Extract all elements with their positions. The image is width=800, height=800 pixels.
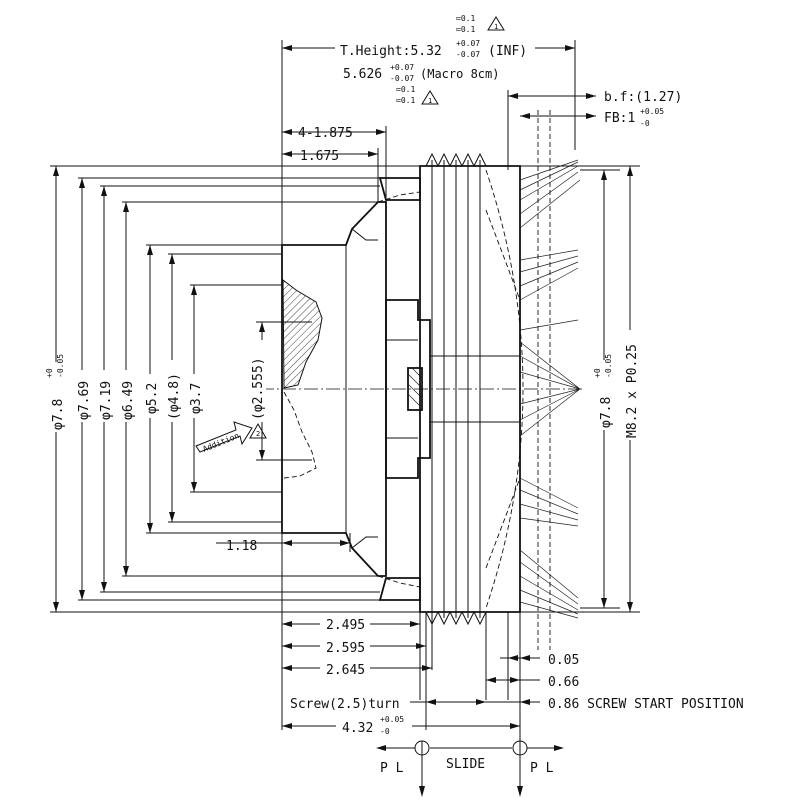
- d78r-label: φ7.8: [599, 397, 614, 428]
- d719-label: φ7.19: [99, 381, 114, 420]
- flange-dashed-bottom: [377, 575, 421, 588]
- d78-label: φ7.8: [51, 399, 66, 430]
- mid-block: [385, 299, 431, 479]
- pl-right: P L: [530, 761, 554, 776]
- flange-bottom: [378, 577, 421, 601]
- ray-fan: [519, 159, 581, 619]
- thread-grooves: [431, 160, 481, 618]
- barrel-taper-bottom: [351, 536, 378, 549]
- d769-label: φ7.69: [77, 381, 92, 420]
- thread-ridges-bottom: [425, 610, 487, 626]
- rev-mark-top: 1: [494, 23, 498, 31]
- dim-005: 0.05: [548, 653, 579, 668]
- addition-arrow-icon: [195, 421, 253, 453]
- center-nut-hatch: [407, 367, 423, 407]
- dim-2495: 2.495: [326, 618, 365, 633]
- dim-066: 0.66: [548, 675, 579, 690]
- front-lens-lower-dashed: [283, 391, 317, 479]
- d2555-label: (φ2.555): [251, 357, 266, 420]
- lens-body: [260, 110, 585, 650]
- fb-tol-minus: -0: [640, 119, 650, 128]
- rev-mark-mid: 1: [428, 97, 432, 105]
- d78-tol-minus: -0.05: [56, 354, 65, 378]
- addition-triangle-icon: [249, 422, 267, 439]
- dim-1675: 1.675: [300, 149, 339, 164]
- top-dimensions: T.Height:5.32 +0.07 -0.07 (INF) 5.626 +0…: [281, 14, 576, 245]
- t-height-tol-plus: +0.07: [456, 39, 480, 48]
- right-dimensions: φ7.8 +0 -0.05 M8.2 x P0.25: [520, 165, 640, 613]
- dim-086: 0.86 SCREW START POSITION: [548, 697, 744, 712]
- bf-label: b.f:(1.27): [604, 90, 682, 105]
- back-focus-dimensions: b.f:(1.27) FB:1 +0.05 -0: [507, 90, 682, 170]
- d48-label: (φ4.8): [167, 373, 182, 420]
- addition-mark: 2: [256, 430, 260, 438]
- fb-label: FB:1: [604, 111, 635, 126]
- rev-mid-b: ≔0.1: [396, 96, 415, 105]
- d37-label: φ3.7: [189, 383, 204, 414]
- macro-label: 5.626: [343, 67, 382, 82]
- front-lens-hatched: [282, 278, 323, 389]
- pl-left: P L: [380, 761, 404, 776]
- dim-118: 1.18: [226, 539, 257, 554]
- macro-tol-minus: -0.07: [390, 74, 414, 83]
- bottom-dimensions: 2.495 2.595 2.645 Screw(2.5)turn 4.32 +0…: [281, 533, 744, 797]
- barrel-inner-rect: [430, 355, 521, 423]
- dim-2645: 2.645: [326, 663, 365, 678]
- left-diameter-dimensions: φ7.8 +0 -0.05 φ7.69 φ7.19 φ6.49 φ5.2 (φ4…: [45, 165, 420, 613]
- t-height-label: T.Height:5.32: [340, 44, 442, 59]
- barrel-taper-top: [351, 228, 378, 241]
- rev-top-a: ≔0.1: [456, 14, 475, 23]
- d78-value: φ7.8: [51, 399, 66, 430]
- macro-tol-plus: +0.07: [390, 63, 414, 72]
- upper-left-dimensions: 4-1.875 1.675: [282, 126, 387, 202]
- d78-tol-plus: +0: [45, 368, 54, 378]
- mid-block-line: [386, 339, 418, 439]
- dim-2595: 2.595: [326, 641, 365, 656]
- dim-4-1875: 4-1.875: [298, 126, 353, 141]
- d78r-tol-minus: -0.05: [604, 354, 613, 378]
- d52-label: φ5.2: [145, 383, 160, 414]
- rev-mid-a: ≔0.1: [396, 85, 415, 94]
- thread-label: M8.2 x P0.25: [625, 344, 640, 438]
- dim-432-tol-plus: +0.05: [380, 715, 404, 724]
- thread-ridges-top: [425, 152, 487, 168]
- screw-label: Screw(2.5)turn: [290, 697, 400, 712]
- d78r-tol-plus: +0: [593, 368, 602, 378]
- fb-tol-plus: +0.05: [640, 107, 664, 116]
- d649-label: φ6.49: [121, 381, 136, 420]
- slide-label: SLIDE: [446, 757, 485, 772]
- dim-432-tol-minus: -0: [380, 727, 390, 736]
- front-barrel-outline: [281, 201, 387, 577]
- macro-note: (Macro 8cm): [420, 67, 499, 81]
- dim-432: 4.32: [342, 721, 373, 736]
- rev-top-b: ≔0.1: [456, 25, 475, 34]
- flange-dashed-top: [377, 191, 421, 203]
- t-height-tol-minus: -0.07: [456, 50, 480, 59]
- revision-triangle-icon: [421, 90, 439, 105]
- revision-triangle-icon: [487, 16, 505, 31]
- center-nut: [407, 367, 423, 411]
- t-height-note: (INF): [488, 44, 527, 59]
- addition-label: Addition: [201, 431, 240, 454]
